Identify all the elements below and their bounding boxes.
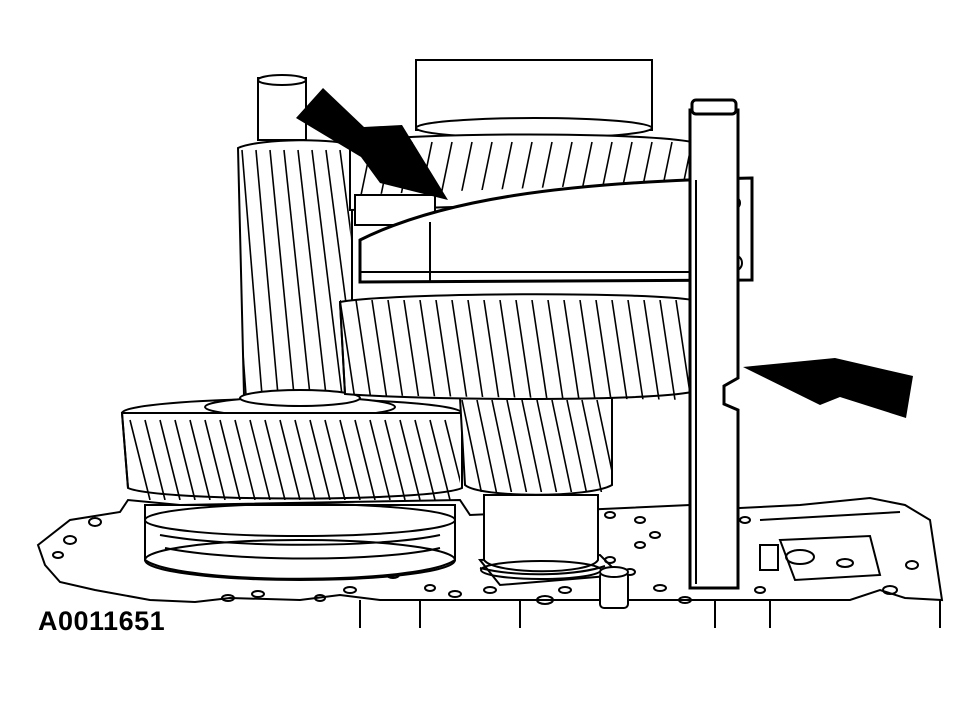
- left-big-gear: [120, 396, 463, 500]
- lower-left-hub: [144, 503, 456, 581]
- pinion-shaft-base: [480, 494, 629, 609]
- gauge-post: [688, 98, 740, 590]
- lower-pinion-gear: [458, 397, 613, 496]
- middle-gear: [338, 293, 693, 400]
- figure-id-label: A0011651: [38, 606, 166, 636]
- center-shaft: [415, 59, 653, 139]
- callout-arrow-right: [743, 358, 913, 418]
- callout-arrow-upper: [296, 88, 448, 200]
